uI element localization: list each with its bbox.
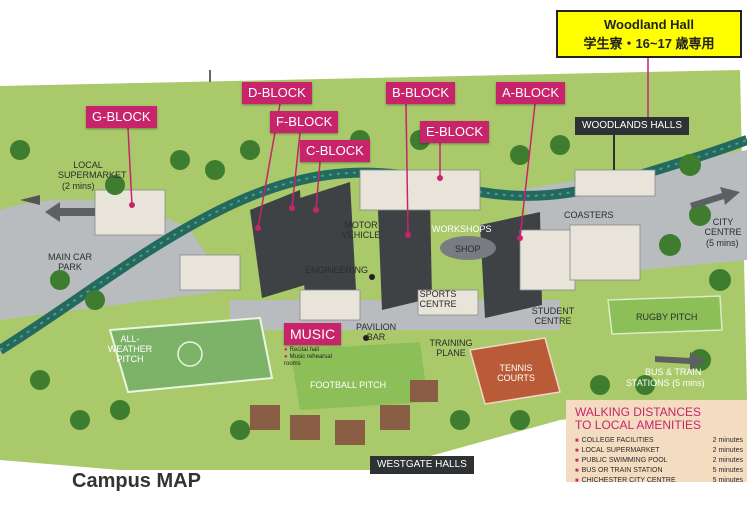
a-block-label[interactable]: A-BLOCK xyxy=(496,82,566,104)
tennis-courts-label: TENNIS COURTS xyxy=(497,363,535,383)
amenity-time: 2 minutes xyxy=(712,457,743,464)
local-supermarket-label: LOCAL SUPERMARKET xyxy=(58,160,127,180)
woodland-hall-callout: Woodland Hall 学生寮・16~17 歳専用 xyxy=(556,10,742,58)
walking-distances-panel: WALKING DISTANCES TO LOCAL AMENITIES COL… xyxy=(566,400,747,484)
walking-row: COLLEGE FACILITIES 2 minutes xyxy=(575,436,743,446)
music-label[interactable]: MUSIC xyxy=(284,323,342,345)
building-c-block xyxy=(300,182,356,300)
bus-train-time-label: STATIONS (5 mins) xyxy=(626,378,705,388)
walking-distances-title: WALKING DISTANCES TO LOCAL AMENITIES xyxy=(575,406,747,432)
arrow-city xyxy=(690,187,740,209)
b-block-label[interactable]: B-BLOCK xyxy=(386,82,456,104)
woodland-hall-title: Woodland Hall xyxy=(603,17,695,32)
music-facility-item: Recital hall xyxy=(284,347,346,354)
music-block: MUSIC Recital hall Music rehearsal rooms xyxy=(284,323,346,368)
coasters-label: COASTERS xyxy=(564,210,614,220)
walking-row: BUS OR TRAIN STATION 5 minutes xyxy=(575,466,743,476)
sports-centre-label: SPORTS CENTRE xyxy=(419,289,457,309)
woodlands-halls-label[interactable]: WOODLANDS HALLS xyxy=(575,117,690,135)
music-facility-item: Music rehearsal rooms xyxy=(284,354,346,368)
motor-vehicle-label: MOTOR VEHICLE xyxy=(341,220,381,240)
supermarket-time-label: (2 mins) xyxy=(62,181,95,191)
amenity-name: PUBLIC SWIMMING POOL xyxy=(575,456,668,466)
amenity-time: 2 minutes xyxy=(712,447,743,454)
arrow-supermarket xyxy=(45,202,95,222)
bus-train-label: BUS & TRAIN xyxy=(645,367,702,377)
student-centre-label: STUDENT CENTRE xyxy=(531,306,575,326)
walking-row: PUBLIC SWIMMING POOL 2 minutes xyxy=(575,456,743,466)
d-block-label[interactable]: D-BLOCK xyxy=(242,82,312,104)
building-d-block xyxy=(250,190,305,298)
amenity-time: 5 minutes xyxy=(712,467,743,474)
f-block-label[interactable]: F-BLOCK xyxy=(270,111,339,133)
amenity-name: CHICHESTER CITY CENTRE xyxy=(575,476,676,486)
woodland-hall-subtitle: 学生寮・16~17 歳専用 xyxy=(583,36,715,51)
main-car-park-label: MAIN CAR PARK xyxy=(47,252,92,272)
rugby-pitch-label: RUGBY PITCH xyxy=(636,312,698,322)
c-block-label[interactable]: C-BLOCK xyxy=(300,140,370,162)
walking-distances-list: COLLEGE FACILITIES 2 minutes LOCAL SUPERM… xyxy=(566,436,747,486)
workshops-label: WORKSHOPS xyxy=(432,224,492,234)
e-block-label[interactable]: E-BLOCK xyxy=(420,121,490,143)
music-facilities-list: Recital hall Music rehearsal rooms xyxy=(284,347,346,368)
city-time-label: (5 mins) xyxy=(706,238,739,248)
amenity-name: BUS OR TRAIN STATION xyxy=(575,466,663,476)
all-weather-pitch xyxy=(108,316,274,394)
building-b-block xyxy=(378,198,432,310)
rugby-pitch xyxy=(607,295,723,335)
walking-row: CHICHESTER CITY CENTRE 5 minutes xyxy=(575,476,743,486)
amenity-name: COLLEGE FACILITIES xyxy=(575,436,654,446)
city-centre-label: CITY CENTRE xyxy=(704,217,742,237)
arrow-bus xyxy=(655,352,705,370)
map-caption: Campus MAP xyxy=(72,470,201,492)
engineering-label: ENGINEERING xyxy=(305,265,369,275)
training-plane-label: TRAINING PLANE xyxy=(429,338,473,358)
walking-title-line2: TO LOCAL AMENITIES xyxy=(575,418,702,432)
football-pitch-label: FOOTBALL PITCH xyxy=(310,380,387,390)
shop-label: SHOP xyxy=(455,244,481,254)
all-weather-pitch-label: ALL-WEATHER PITCH xyxy=(107,334,153,364)
pavilion-bar-label: PAVILION BAR xyxy=(356,322,397,342)
amenity-name: LOCAL SUPERMARKET xyxy=(575,446,660,456)
walking-row: LOCAL SUPERMARKET 2 minutes xyxy=(575,446,743,456)
amenity-time: 5 minutes xyxy=(712,477,743,484)
tennis-courts xyxy=(469,337,561,405)
walking-title-line1: WALKING DISTANCES xyxy=(575,405,702,419)
westgate-halls-label[interactable]: WESTGATE HALLS xyxy=(370,456,474,474)
g-block-label[interactable]: G-BLOCK xyxy=(86,106,157,128)
amenity-time: 2 minutes xyxy=(712,437,743,444)
